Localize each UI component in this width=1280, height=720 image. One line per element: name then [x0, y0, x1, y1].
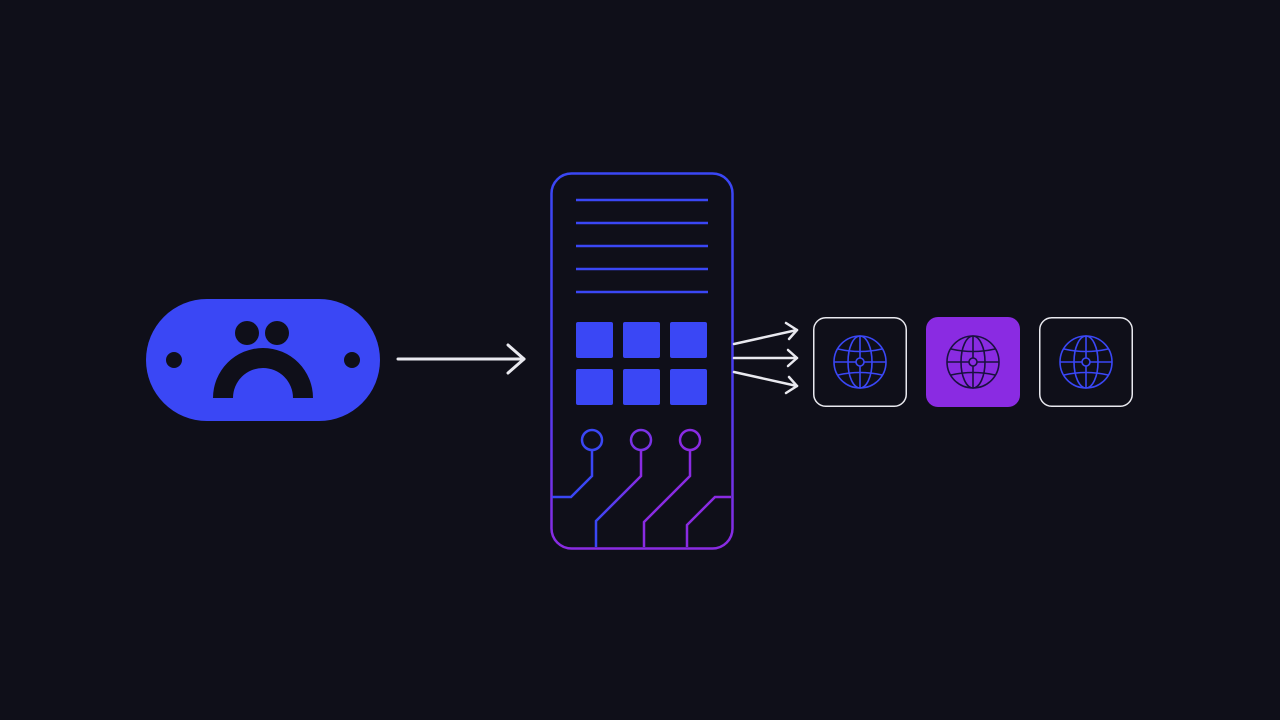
frown-mouth: [213, 348, 313, 398]
panel-square: [670, 322, 707, 358]
arrow-down-right-icon: [732, 370, 799, 395]
pill-left-hole: [166, 352, 182, 368]
target-tile: [1039, 317, 1133, 407]
circuit-traces: [552, 428, 731, 547]
panel-square: [576, 322, 613, 358]
fan-out-arrows: [732, 321, 799, 395]
circuit-trace: [594, 450, 643, 547]
target-tile: [813, 317, 907, 407]
panel-square: [576, 369, 613, 405]
device-frame: [550, 172, 734, 550]
server-device-icon: [550, 172, 734, 550]
globe-icon: [833, 335, 887, 389]
pill-right-hole: [344, 352, 360, 368]
circuit-trace: [642, 450, 692, 547]
globe-icon: [946, 335, 1000, 389]
panel-square: [623, 369, 660, 405]
right-eye: [265, 321, 289, 345]
panel-square: [623, 322, 660, 358]
left-eye: [235, 321, 259, 345]
tile-border: [1039, 317, 1133, 407]
target-tile: [926, 317, 1020, 407]
circuit-node: [629, 428, 653, 452]
panel-grid: [576, 322, 707, 405]
circuit-trace: [685, 495, 731, 547]
tile-border: [813, 317, 907, 407]
panel-square: [670, 369, 707, 405]
sad-face-pill-icon: [146, 299, 380, 421]
circuit-node: [678, 428, 702, 452]
arrow-right-icon: [732, 348, 799, 368]
circuit-node: [580, 428, 604, 452]
arrow-right-icon: [396, 343, 526, 375]
arrow-up-right-icon: [732, 321, 799, 346]
circuit-trace: [552, 450, 594, 499]
globe-icon: [1059, 335, 1113, 389]
target-tiles: [813, 317, 1133, 407]
panel-lines: [576, 198, 708, 294]
